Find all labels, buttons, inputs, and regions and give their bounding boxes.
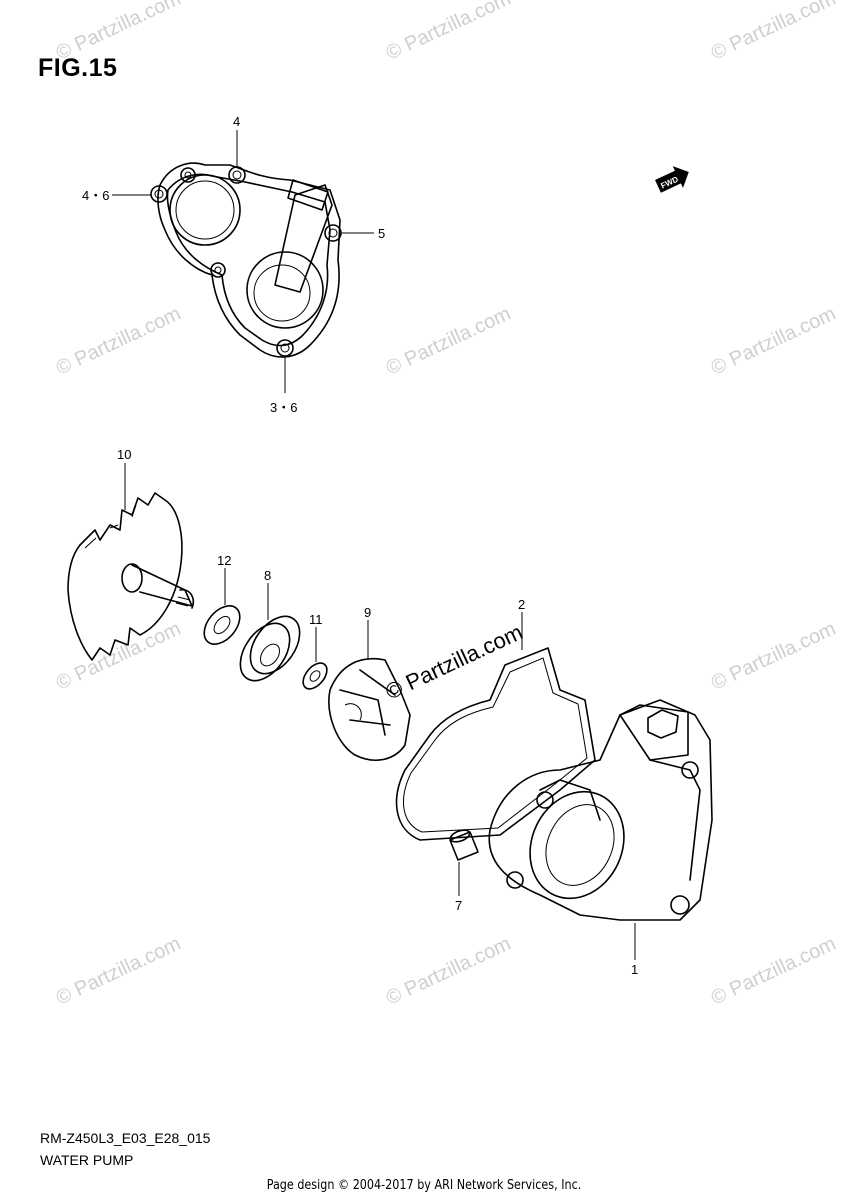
callout-5: 5 [378, 226, 385, 241]
washer-11 [302, 662, 328, 690]
callout-7: 7 [455, 898, 462, 913]
watermark: © Partzilla.com [383, 933, 514, 1010]
diagram-code: RM-Z450L3_E03_E28_015 [40, 1130, 211, 1146]
watermark-center: © Partzilla.com [382, 619, 527, 704]
callout-1: 1 [631, 962, 638, 977]
impeller-9 [328, 658, 411, 761]
callout-10: 10 [117, 447, 131, 462]
water-pump-cover [150, 162, 342, 358]
callout-12: 12 [217, 553, 231, 568]
water-pump-body [488, 699, 713, 921]
callout-9: 9 [364, 605, 371, 620]
watermark: © Partzilla.com [383, 303, 514, 380]
dowel-pin-7 [449, 829, 479, 861]
callout-4: 4 [233, 114, 240, 129]
callout-11: 11 [309, 612, 323, 627]
callout-8: 8 [264, 568, 271, 583]
watermark: © Partzilla.com [383, 0, 514, 65]
callout-4-6: 4・6 [82, 188, 109, 203]
mechanical-seal-8 [239, 615, 301, 682]
callouts: 4 4・6 5 3・6 10 12 8 11 9 2 7 1 [82, 114, 638, 977]
watermark: © Partzilla.com [53, 618, 184, 695]
watermark: © Partzilla.com [53, 303, 184, 380]
callout-2: 2 [518, 597, 525, 612]
watermark: © Partzilla.com [708, 303, 839, 380]
watermark: © Partzilla.com [53, 933, 184, 1010]
leader-lines [112, 130, 636, 960]
pump-drive-gear [67, 492, 195, 661]
page-credit: Page design © 2004-2017 by ARI Network S… [266, 1178, 582, 1193]
figure-title: FIG.15 [38, 54, 118, 82]
callout-3-6: 3・6 [270, 400, 297, 415]
fwd-arrow-icon: FWD [655, 166, 689, 193]
watermark: © Partzilla.com [708, 0, 839, 65]
watermark: © Partzilla.com [708, 618, 839, 695]
washer-12 [203, 605, 241, 645]
watermark: © Partzilla.com [708, 933, 839, 1010]
diagram-name: WATER PUMP [40, 1152, 134, 1168]
